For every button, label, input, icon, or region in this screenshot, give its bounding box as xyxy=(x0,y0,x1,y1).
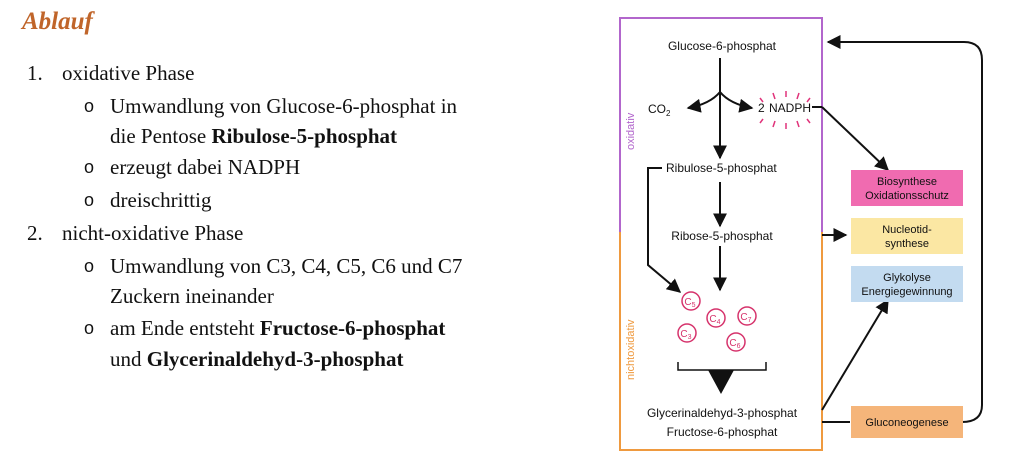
box-gluconeogenese-label: Gluconeogenese xyxy=(865,417,948,429)
carbon-c7 xyxy=(737,306,757,326)
nonoxidative-frame xyxy=(619,232,823,451)
carbon-sugar-group xyxy=(677,291,757,352)
metabolite-fructose-6-phosphat: Fructose-6-phosphat xyxy=(667,425,778,439)
carbon-c4 xyxy=(706,308,726,328)
bold-ribulose: Ribulose-5-phosphat xyxy=(211,124,398,148)
box-biosynthese-line1: Biosynthese xyxy=(877,176,937,188)
bullet-umwandlung-line2: die Pentose Ribulose-5-phosphat xyxy=(110,121,397,151)
nadph-rays xyxy=(759,91,811,129)
arrow-branch-nadph xyxy=(719,91,754,113)
bullet-symbol: o xyxy=(84,190,95,210)
box-glykolyse xyxy=(851,266,963,302)
bullet-c-zucker-line2: Zuckern ineinander xyxy=(110,284,274,308)
pentose-phosphate-diagram: oxidativ nichtoxidativ Glucose-6-phospha… xyxy=(619,17,983,451)
carbon-c5 xyxy=(681,291,701,311)
metabolite-glycerinaldehyd-3-phosphat: Glycerinaldehyd-3-phosphat xyxy=(647,406,798,420)
label-oxidativ: oxidativ xyxy=(625,112,637,150)
bracket xyxy=(677,362,767,371)
arrow-nadph-to-biosynthese xyxy=(821,106,890,171)
box-glykolyse-line2: Energiegewinnung xyxy=(861,286,952,298)
nadph-coefficient: 2 xyxy=(758,101,765,115)
bullet-dreischrittig: dreischrittig xyxy=(110,188,212,212)
bullet-nadph: erzeugt dabei NADPH xyxy=(110,155,301,179)
bullet-symbol: o xyxy=(84,157,95,177)
carbon-c5-label: C5 xyxy=(684,297,695,309)
label-nadph: NADPH xyxy=(769,101,811,115)
carbon-c4-label: C4 xyxy=(709,314,720,326)
bullet-symbol: o xyxy=(84,96,95,116)
bullet-text: die Pentose xyxy=(110,124,212,148)
label-nichtoxidativ: nichtoxidativ xyxy=(625,319,637,380)
metabolite-ribose-5-phosphat: Ribose-5-phosphat xyxy=(671,229,773,243)
carbon-c3 xyxy=(677,323,697,343)
bullet-am-ende-line1: am Ende entsteht Fructose-6-phosphat xyxy=(110,313,445,343)
box-nucleotid-line1: Nucleotid- xyxy=(882,224,932,236)
box-biosynthese xyxy=(851,170,963,206)
funnel-arrow xyxy=(708,370,734,394)
box-glykolyse-line1: Glykolyse xyxy=(883,272,931,284)
bold-fructose: Fructose-6-phosphat xyxy=(259,316,446,340)
box-nucleotid-line2: synthese xyxy=(885,238,929,250)
box-nucleotid xyxy=(851,218,963,254)
bullet-text: und xyxy=(110,347,147,371)
bullet-symbol: o xyxy=(84,318,95,338)
metabolite-ribulose-5-phosphat: Ribulose-5-phosphat xyxy=(666,161,777,175)
bullet-c-zucker-line1: Umwandlung von C3, C4, C5, C6 und C7 xyxy=(110,254,463,278)
carbon-c6 xyxy=(726,332,746,352)
arrow-products-to-glykolyse xyxy=(821,298,889,411)
arrow-ribulose-to-carbons xyxy=(647,167,682,293)
bullet-am-ende-line2: und Glycerinaldehyd-3-phosphat xyxy=(110,344,403,374)
list-number-1: 1. xyxy=(27,61,43,85)
list-item-oxidative-phase: oxidative Phase xyxy=(62,61,195,85)
carbon-c6-label: C6 xyxy=(729,338,740,350)
box-gluconeogenese xyxy=(851,406,963,438)
bullet-umwandlung-line1: Umwandlung von Glucose-6-phosphat in xyxy=(110,94,458,118)
bullet-symbol: o xyxy=(84,256,95,276)
oxidative-frame xyxy=(619,17,823,232)
list-item-nonoxidative-phase: nicht-oxidative Phase xyxy=(62,221,244,245)
bullet-text: am Ende entsteht xyxy=(110,316,260,340)
carbon-c3-label: C3 xyxy=(680,329,691,341)
arrow-branch-co2 xyxy=(686,91,721,113)
list-number-2: 2. xyxy=(27,221,43,245)
box-biosynthese-line2: Oxidationsschutz xyxy=(865,190,949,202)
bold-glycerinaldehyd: Glycerinaldehyd-3-phosphat xyxy=(146,347,404,371)
slide-title: Ablauf xyxy=(22,8,93,35)
carbon-c7-label: C7 xyxy=(740,312,751,324)
metabolite-glucose-6-phosphat: Glucose-6-phosphat xyxy=(668,39,777,53)
label-co2: CO2 xyxy=(648,102,671,118)
arrow-gluconeogenese-to-glucose xyxy=(826,35,983,423)
